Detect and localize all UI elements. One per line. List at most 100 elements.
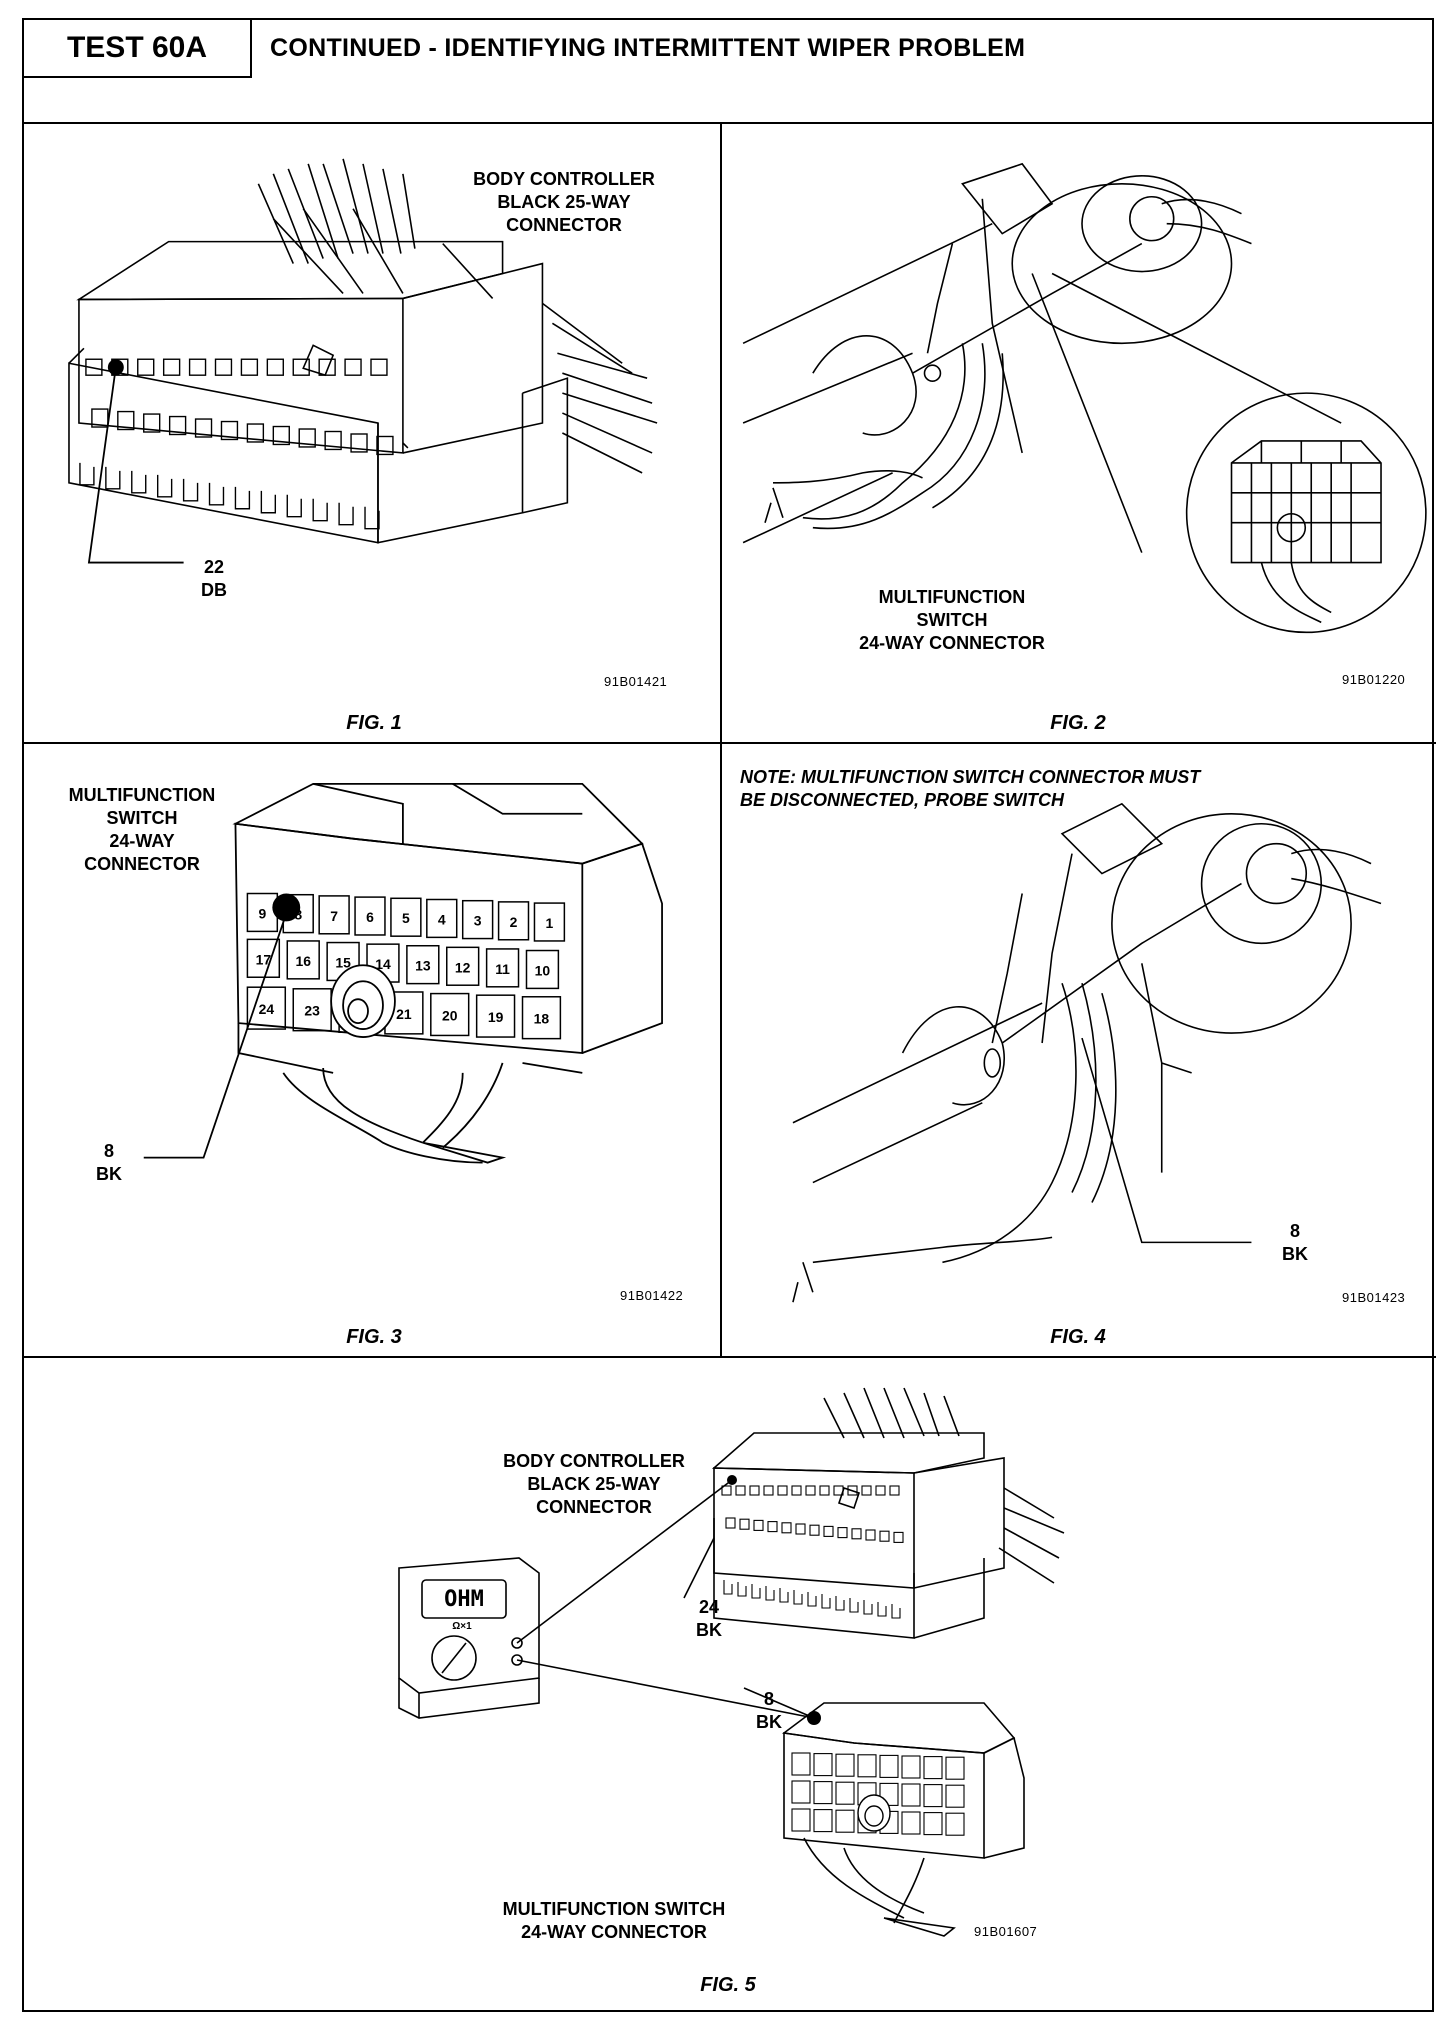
- mf-pin-cell: [923, 1784, 943, 1808]
- pin-number: 9: [258, 905, 266, 921]
- pin-number: 23: [304, 1003, 320, 1019]
- bc-slot-lower: [795, 1523, 806, 1535]
- slot-tooth: [79, 462, 95, 486]
- mf-pin-cell: [923, 1756, 943, 1780]
- slot-upper: [214, 358, 233, 376]
- fig5-drawing-code: 91B01607: [974, 1924, 1038, 1939]
- fig4-caption: FIG. 4: [1050, 1326, 1106, 1348]
- figure-3-panel: 987654321171615141312111024232221201918 …: [24, 744, 722, 1358]
- pin-cell: [430, 992, 470, 1037]
- ohmmeter-display: OHM: [444, 1586, 484, 1612]
- mf-pin-cell: [945, 1812, 965, 1836]
- pin-number: 12: [455, 959, 471, 975]
- bc-slot: [749, 1485, 760, 1496]
- ohmmeter-test-drawing: [398, 1387, 1065, 1937]
- fig3-drawing-code: 91B01422: [620, 1288, 684, 1303]
- bc-tooth: [723, 1580, 733, 1595]
- pin-cell: [521, 996, 562, 1040]
- bc-tooth: [807, 1592, 817, 1607]
- bc-slot: [721, 1485, 732, 1496]
- fig1-wire-label: 22 DB: [201, 557, 227, 600]
- pin-8-marker: [272, 893, 301, 922]
- mf-pin-cell: [813, 1781, 833, 1805]
- bc-slot: [777, 1485, 788, 1496]
- probe-nut: [330, 964, 396, 1038]
- fig3-label: MULTIFUNCTION SWITCH 24-WAY CONNECTOR: [68, 785, 216, 874]
- bc-slot-lower: [753, 1519, 764, 1531]
- bc-tooth: [737, 1582, 747, 1597]
- figure-5-panel: BODY CONTROLLER BLACK 25-WAY CONNECTOR 2…: [24, 1358, 1432, 2010]
- bc-slot: [819, 1485, 830, 1496]
- slot-upper: [318, 358, 336, 376]
- pin-cell: [246, 938, 281, 978]
- slot-lower: [143, 413, 161, 433]
- figure-2-panel: MULTIFUNCTION SWITCH 24-WAY CONNECTOR 91…: [722, 124, 1436, 744]
- slot-lower: [168, 415, 187, 436]
- bc-tooth: [793, 1590, 803, 1605]
- pin-number: 24: [259, 1001, 275, 1017]
- mf-probe-nut: [857, 1794, 891, 1832]
- mf-pin-cell: [901, 1783, 921, 1807]
- slot-tooth: [131, 470, 147, 494]
- bc-slot: [875, 1485, 886, 1496]
- pin-number: 6: [366, 909, 374, 925]
- slot-upper: [240, 358, 259, 376]
- bc-slot-lower: [809, 1524, 820, 1536]
- pin-cell: [461, 899, 494, 940]
- bc-slot: [847, 1485, 858, 1496]
- mf-pin-cell: [813, 1753, 833, 1777]
- slot-upper: [292, 358, 310, 376]
- mf-pin-cell: [901, 1811, 921, 1835]
- pin-number: 17: [256, 951, 272, 967]
- pin-cell: [426, 898, 458, 939]
- slot-lower: [324, 430, 342, 451]
- pin-number: 8: [294, 907, 302, 923]
- bc-tooth: [891, 1604, 901, 1619]
- pin-number: 16: [295, 953, 311, 969]
- slot-tooth: [208, 482, 225, 506]
- slot-tooth: [312, 498, 328, 522]
- slot-upper: [162, 358, 181, 376]
- test-id: TEST 60A: [24, 20, 252, 78]
- pin-cell: [533, 902, 566, 942]
- slot-upper: [266, 358, 284, 376]
- mf-pin-cell: [813, 1809, 833, 1833]
- pin-number: 11: [495, 961, 510, 977]
- slot-tooth: [364, 506, 380, 530]
- fig5-wire-label-24bk: 24 BK: [696, 1597, 722, 1640]
- fig2-drawing-code: 91B01220: [1342, 672, 1406, 687]
- pin-number: 5: [402, 910, 410, 926]
- bc-tooth: [765, 1586, 775, 1601]
- slot-lower: [376, 435, 394, 456]
- pin-cell: [246, 986, 287, 1030]
- slot-tooth: [105, 466, 121, 490]
- bc-tooth: [779, 1588, 789, 1603]
- bc-tooth: [821, 1594, 831, 1609]
- pin-22-leader-line: [87, 367, 184, 564]
- slot-lower: [220, 420, 239, 441]
- pin-8-leader-line: [143, 913, 288, 1159]
- bc-slot-lower: [851, 1528, 862, 1540]
- bc-tooth: [835, 1596, 845, 1611]
- multifunction-switch-connector-drawing: 987654321171615141312111024232221201918: [143, 782, 663, 1164]
- fig1-label: BODY CONTROLLER BLACK 25-WAY CONNECTOR: [473, 169, 655, 235]
- fig3-wire-label: 8 BK: [96, 1141, 122, 1184]
- slot-upper: [85, 358, 103, 376]
- pin-cell: [318, 895, 350, 935]
- slot-lower: [117, 410, 135, 431]
- fig2-caption: FIG. 2: [1050, 712, 1106, 734]
- page-header: TEST 60A CONTINUED - IDENTIFYING INTERMI…: [24, 20, 1432, 124]
- pin-number: 1: [546, 915, 554, 931]
- pin-cell: [497, 901, 530, 941]
- mf-pin-cell: [901, 1755, 921, 1779]
- pin-number: 21: [396, 1006, 412, 1022]
- service-manual-page: TEST 60A CONTINUED - IDENTIFYING INTERMI…: [22, 18, 1436, 2012]
- fig5-label-body-controller: BODY CONTROLLER BLACK 25-WAY CONNECTOR: [503, 1451, 685, 1517]
- fig5-caption: FIG. 5: [700, 1974, 756, 1996]
- slot-lower: [350, 433, 368, 453]
- pin-number: 14: [375, 956, 391, 972]
- multifunction-switch-probe-drawing: [792, 802, 1382, 1303]
- bc-tooth: [751, 1584, 761, 1599]
- mf-pin-cell: [835, 1809, 855, 1833]
- fig4-wire-label: 8 BK: [1282, 1221, 1308, 1264]
